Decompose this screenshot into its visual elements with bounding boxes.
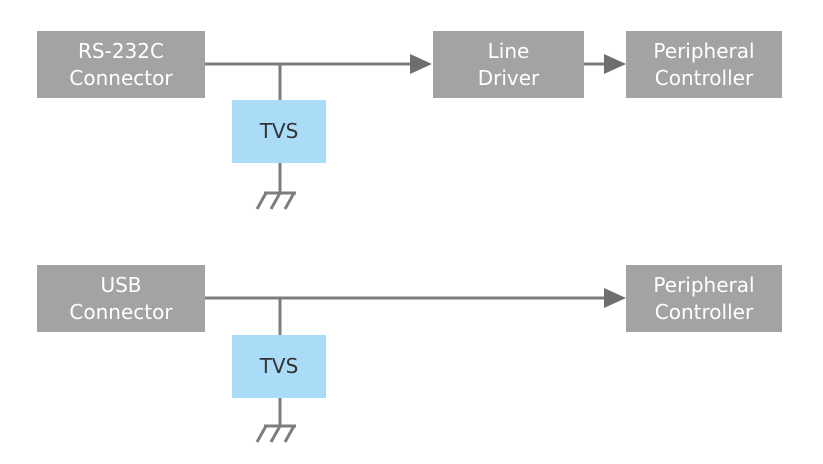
rs232-connector-block: RS-232C Connector bbox=[37, 31, 205, 98]
rs232-ground-icon bbox=[255, 191, 296, 210]
usb-ground-icon bbox=[255, 424, 296, 443]
rs232-arrow-to-driver bbox=[410, 54, 432, 74]
rs232-arrow-to-controller bbox=[604, 54, 626, 74]
usb-connector-block: USB Connector bbox=[37, 265, 205, 332]
rs232-peripheral-controller-block: Peripheral Controller bbox=[626, 31, 782, 98]
line-driver-block: Line Driver bbox=[433, 31, 584, 98]
usb-arrow-to-controller bbox=[604, 288, 626, 308]
usb-tvs-block: TVS bbox=[232, 335, 326, 398]
usb-peripheral-controller-block: Peripheral Controller bbox=[626, 265, 782, 332]
rs232-tvs-block: TVS bbox=[232, 100, 326, 163]
